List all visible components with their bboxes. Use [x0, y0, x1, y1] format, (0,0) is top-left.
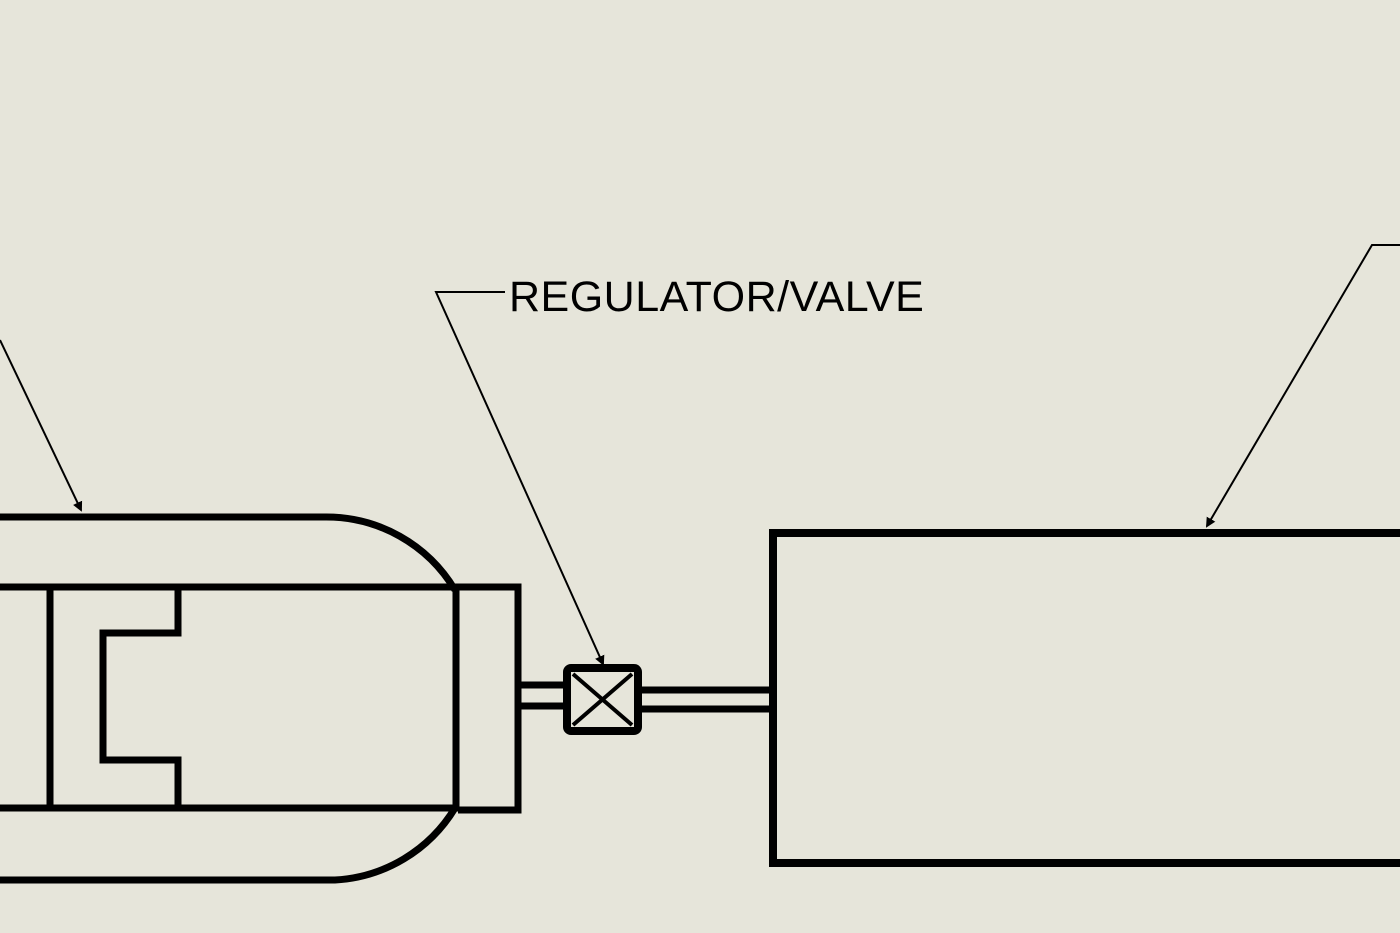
- regulator-valve-label: REGULATOR/VALVE: [509, 273, 924, 321]
- receiver-box: [769, 529, 1400, 867]
- valve-symbol: [563, 664, 642, 735]
- cylinder-shell: [0, 513, 459, 884]
- pipe: [518, 681, 772, 713]
- cylinder-leader-line: [0, 339, 83, 512]
- valve-leader-line: [434, 291, 605, 666]
- box-leader-line: [1205, 244, 1400, 528]
- cylinder-body: [0, 583, 522, 814]
